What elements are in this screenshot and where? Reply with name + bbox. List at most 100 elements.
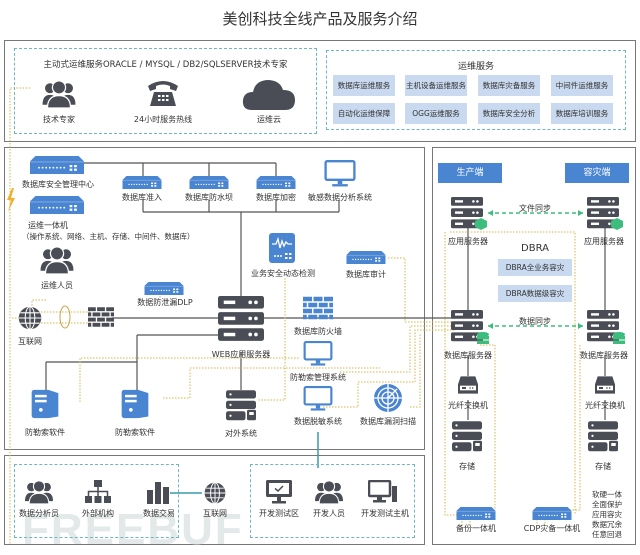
db-encrypt-label: 数据库加密	[256, 193, 296, 202]
biz-detect-icon	[269, 233, 295, 263]
storage-right-label: 存储	[595, 462, 611, 471]
cube-icon	[475, 218, 487, 230]
db-server-right-label: 数据库服务器	[580, 351, 628, 360]
dev-test-monitor-icon	[266, 480, 292, 504]
ops-machine-detail: （操作系统、网络、主机、存储、中间件、数据库）	[22, 232, 195, 241]
telephone-icon	[148, 81, 178, 106]
ransom-soft-label-1: 防勒索软件	[25, 428, 65, 437]
dr-side-tag: 容灾端	[565, 163, 629, 183]
external-system-label: 对外系统	[225, 429, 257, 438]
database-icon	[477, 332, 489, 344]
fc-switch-left-label: 光纤交换机	[448, 401, 488, 410]
db-audit-appliance-icon	[346, 251, 386, 264]
db-access-appliance-icon	[122, 176, 162, 189]
ops-staff-people-icon	[40, 246, 74, 274]
feature-item: 任意回退	[592, 530, 622, 539]
analyst-label: 数据分析员	[19, 509, 59, 518]
desensitize-monitor-icon	[303, 386, 333, 412]
production-side-tag: 生产端	[438, 163, 502, 183]
backup-machine-label: 备份一体机	[456, 524, 496, 533]
security-center-label: 数据库安全管理中心	[22, 180, 94, 189]
page-title: 美创科技全线产品及服务介绍	[222, 10, 418, 28]
cube-icon	[611, 218, 623, 230]
service-item: 主机设备运维服务	[405, 75, 467, 96]
fc-switch-right-label: 光纤交换机	[585, 401, 625, 410]
expert-services-panel	[14, 48, 317, 134]
ops-machine-appliance-icon	[30, 196, 84, 214]
external-data-panel	[14, 464, 179, 538]
network-firewall-icon	[88, 306, 114, 328]
sensitive-analysis-monitor-icon	[324, 160, 356, 188]
cloud-icon	[242, 80, 295, 110]
security-center-appliance-icon	[30, 156, 84, 174]
ransom-soft-tower-icon	[120, 388, 150, 420]
ops-cloud-label: 运维云	[257, 115, 281, 124]
biz-detect-label: 业务安全动态检测	[251, 269, 315, 278]
tech-expert-label: 技术专家	[43, 115, 75, 124]
dev-host-label: 开发测试主机	[361, 509, 409, 518]
db-access-label: 数据库准入	[122, 193, 162, 202]
cdp-appliance-icon	[532, 507, 572, 520]
ransom-mgmt-monitor-icon	[303, 341, 333, 367]
fc-switch-right-icon	[595, 376, 615, 394]
freebuf-watermark: FREEBUF	[22, 505, 244, 554]
storage-left-icon	[452, 421, 482, 453]
db-waterdam-appliance-icon	[189, 176, 229, 189]
storage-right-icon	[588, 421, 618, 453]
db-audit-label: 数据库审计	[346, 270, 386, 279]
db-firewall-label: 数据库防火墙	[294, 327, 342, 336]
file-sync-label: 文件同步	[519, 204, 551, 213]
external-org-label: 外部机构	[82, 509, 114, 518]
database-icon	[613, 332, 625, 344]
internet-globe-icon	[17, 305, 43, 331]
people-icon	[42, 80, 76, 108]
desensitize-label: 数据脱敏系统	[294, 417, 342, 426]
service-item: 数据库安全分析	[478, 103, 540, 124]
ransom-soft-label-2: 防勒索软件	[115, 428, 155, 437]
internet-label: 互联网	[18, 337, 42, 346]
dlp-appliance-icon	[144, 282, 184, 295]
backup-appliance-icon	[456, 507, 496, 520]
bar-chart-icon	[147, 482, 169, 504]
dbra-label: DBRA	[521, 243, 549, 254]
app-server-left-label: 应用服务器	[448, 237, 488, 246]
service-item: 数据库灾备服务	[478, 75, 540, 96]
developer-label: 开发人员	[313, 509, 345, 518]
expert-services-heading: 主动式运维服务ORACLE / MYSQL / DB2/SQLSERVER技术专…	[43, 60, 288, 70]
storage-left-label: 存储	[459, 462, 475, 471]
feature-item: 全面保护	[592, 500, 622, 509]
ops-services-panel	[326, 50, 626, 130]
service-item: 数据库运维服务	[333, 75, 395, 96]
db-encrypt-appliance-icon	[256, 176, 296, 189]
dev-test-panel	[250, 464, 415, 538]
internet-globe-icon	[203, 481, 227, 505]
web-server-label: WEB应用服务器	[211, 350, 271, 359]
fc-switch-left-icon	[458, 376, 478, 394]
dbra-data-tag: DBRA数据级容灾	[498, 285, 572, 302]
db-waterdam-label: 数据库防水坝	[185, 193, 233, 202]
dev-host-computer-icon	[368, 480, 397, 503]
top-frame	[4, 40, 636, 142]
dev-test-zone-label: 开发测试区	[259, 509, 299, 518]
db-server-left-label: 数据库服务器	[444, 351, 492, 360]
feature-item: 软硬一体	[592, 490, 622, 499]
bottom-frame	[4, 455, 425, 545]
feature-item: 应用容灾	[592, 510, 622, 519]
cdp-machine-label: CDP灾备一体机	[523, 524, 581, 533]
service-item: 自动化运维保障	[333, 103, 395, 124]
feature-item: 数据冗余	[592, 520, 622, 529]
data-sync-label: 数据同步	[519, 317, 551, 326]
ops-machine-label: 运维一体机	[28, 221, 68, 230]
dbra-full-tag: DBRA全业务容灾	[498, 259, 572, 276]
vuln-scan-radar-icon	[374, 384, 402, 412]
hotline-label: 24小时服务热线	[133, 115, 193, 124]
app-server-right-label: 应用服务器	[584, 237, 624, 246]
ransom-soft-tower-icon	[30, 388, 60, 420]
ops-staff-label: 运维人员	[41, 281, 73, 290]
developer-people-icon	[315, 480, 343, 504]
sensitive-analysis-label: 敏感数据分析系统	[308, 193, 372, 202]
service-item: 数据库培训服务	[551, 103, 613, 124]
data-trade-label: 数据交易	[143, 509, 175, 518]
features-list: 软硬一体 全面保护 应用容灾 数据冗余 任意回退	[592, 490, 622, 540]
external-system-server-icon	[226, 390, 256, 422]
